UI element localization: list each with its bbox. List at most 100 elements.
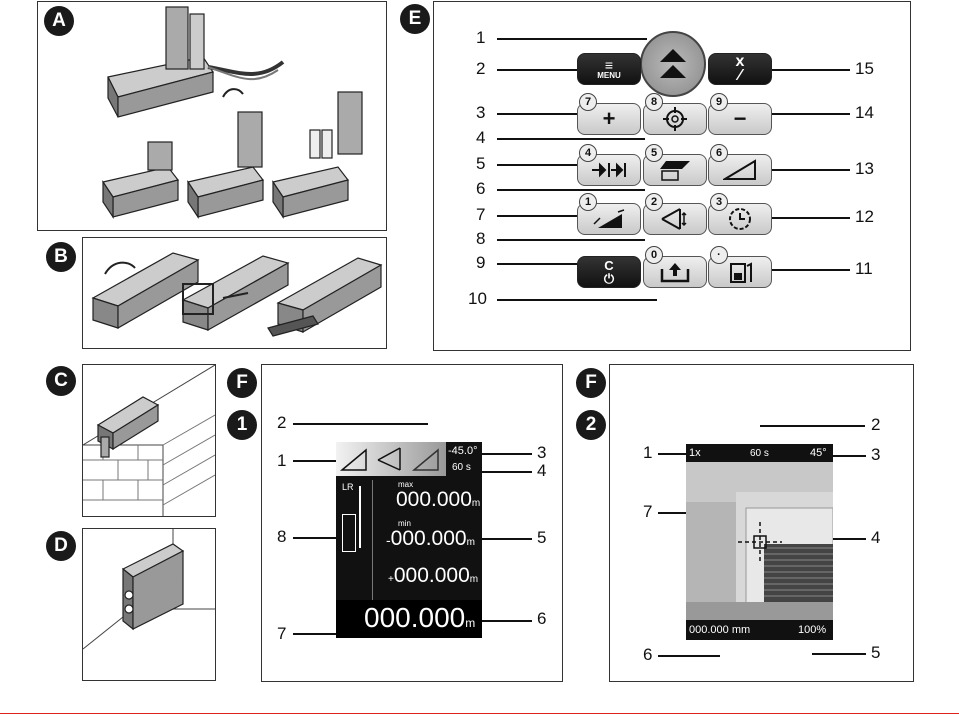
- callout-f1-5: 5: [537, 528, 547, 547]
- leader-f1-4: [482, 471, 532, 473]
- key-sub-7: 7: [579, 93, 597, 111]
- indirect-measure-icon: [661, 208, 687, 230]
- panel-d-badge: D: [46, 531, 76, 561]
- power-icon: ⏻: [603, 271, 615, 286]
- leader-e-6: [497, 189, 645, 191]
- divider: [372, 480, 373, 600]
- angle-readout-2: 45°: [810, 447, 827, 459]
- sum-value-number: 000.000: [393, 564, 470, 587]
- panel-d: [82, 528, 216, 681]
- battery-install-illustration: [102, 6, 363, 219]
- callout-e-6: 6: [476, 179, 486, 198]
- leader-e-7: [497, 215, 577, 217]
- callout-e-12: 12: [855, 207, 874, 226]
- key-sub-dot: ·: [710, 246, 728, 264]
- callout-f1-1: 1: [277, 451, 287, 470]
- leader-e-15: [770, 69, 850, 71]
- leader-e-4: [497, 138, 645, 140]
- leader-f2-1: [658, 453, 686, 455]
- menu-label: MENU: [597, 71, 621, 80]
- leader-f1-8: [293, 537, 338, 539]
- area-volume-icon: [660, 161, 690, 181]
- min-sign: -: [386, 532, 391, 548]
- memory-icon: [730, 262, 752, 283]
- battery-readout: 100%: [798, 624, 827, 636]
- leader-e-1: [497, 38, 647, 40]
- distance-readout: 000.000 mm: [689, 624, 751, 636]
- slope-icon: [723, 159, 756, 180]
- callout-f1-6: 6: [537, 609, 547, 628]
- mode-tabs: [336, 442, 446, 476]
- main-value-unit: m: [465, 616, 476, 630]
- key-sub-3: 3: [710, 193, 728, 211]
- callout-f2-4: 4: [871, 528, 881, 547]
- timer-readout: 60 s: [452, 462, 471, 473]
- level-arrow: [359, 486, 361, 548]
- min-value: -000.000m: [386, 527, 475, 551]
- callout-e-1: 1: [476, 28, 486, 47]
- panel-e-badge-outer: E: [400, 4, 430, 34]
- leader-e-2: [497, 69, 587, 71]
- leader-e-10: [497, 299, 657, 301]
- tilt-mode-icon: [340, 448, 367, 471]
- max-value-number: 000.000: [396, 488, 472, 511]
- double-chevron-up-icon: [660, 49, 686, 78]
- sum-value: +000.000m: [388, 564, 478, 588]
- display-screen-1: -45.0° 60 s LR max 000.000m min -000.000…: [336, 442, 482, 638]
- panel-f2-badge: F: [576, 368, 606, 398]
- key-sub-4: 4: [579, 144, 597, 162]
- callout-f2-2: 2: [871, 415, 881, 434]
- sum-value-unit: m: [469, 574, 479, 585]
- max-value-unit: m: [471, 498, 481, 509]
- main-value: 000.000m: [364, 602, 475, 634]
- footer-rule: [0, 713, 959, 714]
- clear-power-button[interactable]: C ⏻: [577, 256, 641, 288]
- leader-f2-5: [812, 653, 866, 655]
- plus-icon: +: [602, 106, 616, 131]
- leader-e-5: [497, 164, 577, 166]
- callout-f1-8: 8: [277, 527, 287, 546]
- measure-button[interactable]: [640, 31, 706, 97]
- panel-b-badge-outer: B: [46, 242, 76, 272]
- clip-attachment-illustration: [91, 252, 383, 337]
- leader-f1-3: [482, 453, 532, 455]
- panel-c-badge: C: [46, 366, 76, 396]
- key-sub-1: 1: [579, 193, 597, 211]
- callout-e-10: 10: [468, 289, 487, 308]
- menu-button[interactable]: ≡ MENU: [577, 53, 641, 85]
- multiply-divide-button[interactable]: x ∕: [708, 53, 772, 85]
- callout-f2-7: 7: [643, 502, 653, 521]
- tilt-measure-icon: [593, 209, 625, 228]
- panel-f1-badge: F: [227, 368, 257, 398]
- leader-f1-1: [293, 460, 341, 462]
- callout-f2-5: 5: [871, 643, 881, 662]
- callout-f1-7: 7: [277, 624, 287, 643]
- callout-f1-2: 2: [277, 413, 287, 432]
- status-bar-top: [686, 444, 833, 462]
- callout-e-7: 7: [476, 205, 486, 224]
- timer-readout-2: 60 s: [750, 448, 769, 459]
- max-value: 000.000m: [396, 488, 480, 512]
- leader-f1-6: [482, 620, 532, 622]
- multiply-icon: x: [735, 52, 745, 70]
- callout-e-13: 13: [855, 159, 874, 178]
- callout-e-4: 4: [476, 128, 486, 147]
- length-arrows-icon: [592, 162, 626, 178]
- main-value-number: 000.000: [364, 602, 466, 633]
- leader-f2-3: [830, 455, 866, 457]
- panel-c: [82, 364, 216, 517]
- slope-mode-icon: [412, 448, 439, 471]
- leader-f2-2: [760, 425, 865, 427]
- key-sub-2: 2: [645, 193, 663, 211]
- main-area: [336, 600, 482, 638]
- wall-measure-illustration: [83, 365, 215, 516]
- camera-image: [686, 462, 833, 620]
- min-value-unit: m: [466, 537, 475, 548]
- menu-icon: ≡: [604, 57, 614, 73]
- edge-measure-illustration: [83, 529, 215, 650]
- min-label: min: [398, 519, 411, 528]
- key-sub-0: 0: [645, 246, 663, 264]
- min-value-number: 000.000: [390, 527, 467, 550]
- leader-f1-5: [482, 538, 532, 540]
- callout-f1-3: 3: [537, 443, 547, 462]
